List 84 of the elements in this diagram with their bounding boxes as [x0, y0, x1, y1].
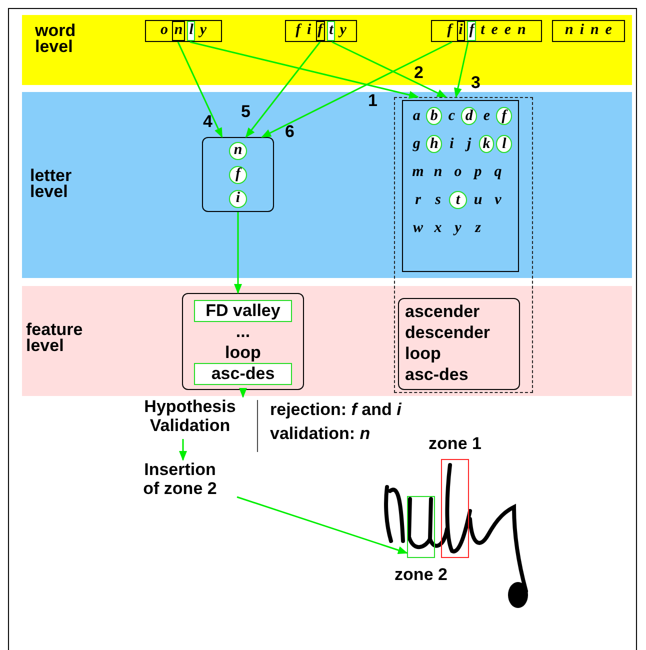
letter: f	[316, 22, 324, 40]
letter: s	[434, 191, 442, 209]
note-text: rejection: f and i	[270, 400, 402, 420]
word-box	[552, 20, 625, 42]
feature-box	[182, 293, 304, 390]
letter: t	[328, 22, 334, 40]
letter: f	[468, 22, 476, 40]
letter: l	[188, 22, 194, 40]
word-box	[285, 20, 357, 42]
letter: g	[412, 135, 422, 153]
feature-text: asc-des	[405, 364, 468, 385]
letter: e	[503, 22, 512, 40]
letter: a	[412, 107, 422, 125]
zone-label: zone 2	[394, 565, 448, 585]
alphabet-box	[402, 100, 519, 272]
letter: n	[564, 22, 574, 40]
letter: i	[578, 22, 586, 40]
word-box	[431, 20, 542, 42]
letter: o	[159, 22, 169, 40]
letter: i	[458, 22, 464, 40]
letter: n	[432, 163, 444, 181]
letter: x	[433, 219, 443, 237]
letter: n	[589, 22, 600, 40]
arrow	[190, 41, 419, 99]
letter: t	[480, 22, 486, 40]
edge-label: 4	[203, 113, 212, 130]
arrow	[332, 41, 447, 98]
letter: c	[447, 107, 456, 125]
arrow	[236, 496, 408, 554]
letter: q	[493, 163, 503, 181]
arrow	[245, 42, 321, 138]
letter: z	[474, 219, 482, 237]
feature-text: ascender	[405, 301, 480, 322]
circled-letter: n	[229, 142, 247, 160]
letter: v	[494, 191, 502, 209]
arrow	[234, 212, 242, 294]
band-label: feature level	[26, 322, 84, 354]
feature-text: ...	[236, 322, 250, 342]
arrow	[179, 439, 187, 461]
feature-text: loop	[405, 343, 441, 364]
feature-tag: asc-des	[194, 362, 292, 385]
letter: u	[472, 191, 484, 209]
feature-tag: FD valley	[194, 300, 292, 322]
letter: w	[412, 219, 424, 237]
feature-text: descender	[405, 322, 490, 343]
edge-label: 6	[285, 123, 294, 140]
edge-label: 1	[368, 92, 378, 109]
band-label: letter level	[30, 168, 73, 200]
letter: n	[173, 22, 184, 40]
circled-letter: f	[229, 166, 247, 184]
letter: y	[452, 219, 462, 237]
arrow	[261, 41, 452, 138]
letter: p	[472, 163, 483, 181]
arrow	[177, 42, 223, 138]
feature-box	[398, 298, 520, 390]
letter: j	[464, 135, 472, 153]
level-band	[22, 286, 632, 396]
step-text: Insertion of zone 2	[142, 460, 218, 498]
letter: y	[198, 22, 208, 40]
letter: e	[490, 22, 499, 40]
edge-label: 5	[241, 103, 250, 120]
candidate-letter-box	[202, 137, 274, 212]
letter: y	[338, 22, 348, 40]
letter: i	[448, 135, 455, 153]
letter: e	[482, 107, 492, 125]
band-label: word level	[35, 23, 77, 55]
zone-label: zone 1	[428, 434, 482, 454]
letter: o	[453, 163, 463, 181]
arrow	[239, 388, 247, 398]
letter: e	[604, 22, 613, 40]
step-text: Hypothesis Validation	[143, 397, 237, 435]
letter: m	[411, 163, 425, 181]
note-text: validation: n	[270, 424, 370, 444]
letter: f	[446, 22, 454, 40]
letter: i	[306, 22, 312, 40]
word-box	[145, 20, 222, 42]
letter: r	[414, 191, 422, 209]
circled-letter: i	[229, 190, 247, 208]
level-band	[22, 92, 632, 278]
letter: f	[294, 22, 302, 40]
letter: n	[516, 22, 527, 40]
feature-text: loop	[225, 342, 261, 363]
edge-label: 2	[414, 64, 424, 81]
arrow	[454, 42, 469, 98]
